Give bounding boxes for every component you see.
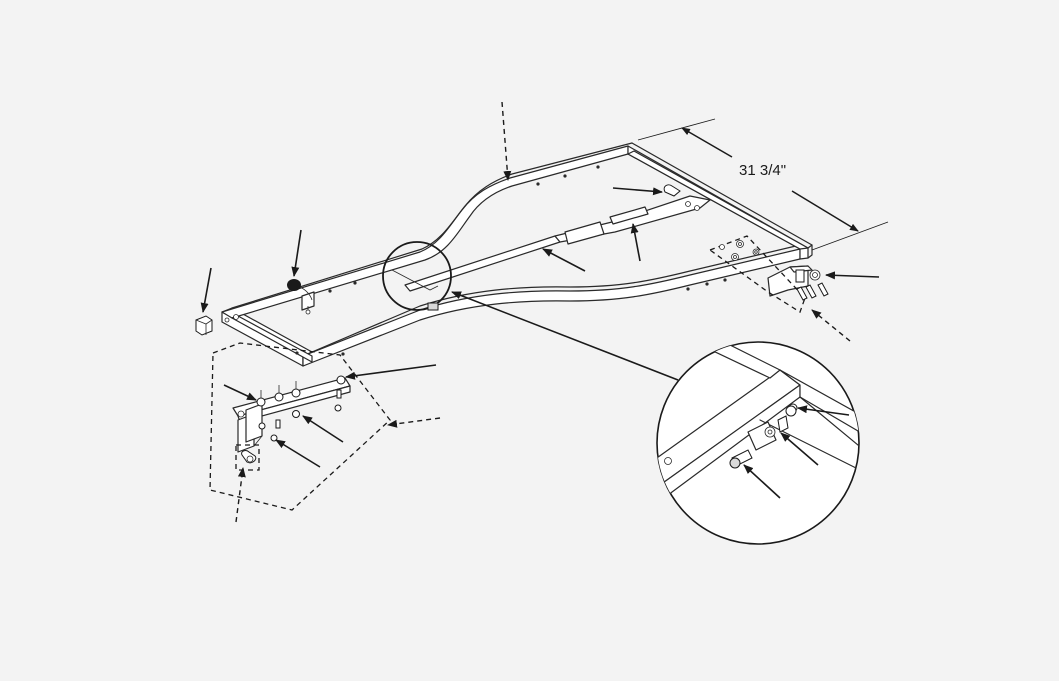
leader-nut [275, 439, 321, 468]
end-hole [224, 317, 230, 323]
left-inner-crossbar [231, 315, 313, 363]
leader-bracket-knob [291, 229, 302, 277]
leader-clamp [612, 187, 663, 196]
exploded-bracket-group [209, 342, 391, 511]
leader-back-rail [501, 101, 512, 181]
main-frame [195, 142, 829, 367]
back-rail-holes [328, 165, 600, 293]
left-bracket [287, 279, 315, 315]
leader-zoom-bolt [743, 464, 781, 499]
leader-clip-pin [235, 467, 246, 523]
slider-block [564, 221, 605, 245]
leader-washer [302, 415, 344, 443]
dimension-label: 31 3/4" [739, 162, 786, 179]
zoom-detail [656, 341, 860, 545]
end-hole [233, 314, 239, 320]
leader-arrows [200, 187, 880, 499]
hitch-block [767, 265, 821, 297]
leader-right-hardware [811, 309, 851, 342]
leader-zoom-bracket [780, 432, 819, 466]
dashed-leader-arrows [235, 101, 851, 523]
leader-exploded-group [387, 417, 441, 428]
spine-plate [609, 206, 649, 225]
front-rail-holes [295, 278, 727, 356]
leader-hitch [825, 271, 880, 280]
leader-zoom [451, 291, 679, 381]
clip-pin [235, 444, 260, 471]
right-hardware-group [708, 235, 829, 313]
dimension-line-upper [681, 127, 733, 158]
dimension-extension-bottom [811, 221, 889, 251]
leader-bolt-top [345, 364, 437, 380]
right-clamp [663, 184, 700, 211]
zoom-source-circle [382, 241, 452, 311]
leader-zoom-nut [797, 405, 850, 416]
leader-center-spine [542, 248, 586, 272]
dimension-extension-top [637, 118, 716, 141]
left-end-tube [221, 311, 304, 367]
leader-bolt-left [223, 384, 257, 401]
exploded-group-outline [209, 342, 391, 511]
leader-spine-plate [630, 223, 641, 262]
leader-end-cap [200, 267, 212, 313]
dimension-line-lower [791, 190, 859, 232]
width-dimension: 31 3/4" [637, 118, 889, 251]
end-cap [195, 315, 213, 336]
